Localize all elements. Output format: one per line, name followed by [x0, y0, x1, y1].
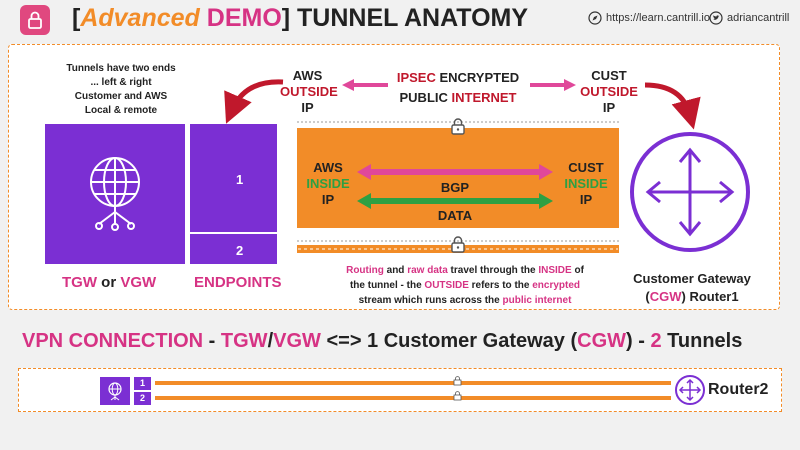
twitter-handle[interactable]: adriancantrill — [727, 12, 790, 24]
router-icon — [630, 132, 750, 252]
bgp-label: BGP — [440, 180, 470, 195]
mini-tunnel-2-lock-icon — [453, 391, 462, 401]
ipsec-right-arrow — [530, 79, 576, 91]
tunnel-2-stripe — [298, 248, 618, 250]
header-bar — [0, 0, 800, 40]
vpn-connection-summary: VPN CONNECTION - TGW/VGW <=> 1 Customer … — [22, 330, 743, 352]
page-title: [Advanced DEMO] TUNNEL ANATOMY — [72, 4, 529, 32]
endpoints-box — [190, 124, 277, 264]
gateway-box — [45, 124, 185, 264]
mini-tunnel-1 — [155, 381, 671, 385]
aws-outside-label: AWS OUTSIDE IP — [280, 68, 338, 115]
bgp-data-arrows — [357, 164, 553, 209]
endpoint-2: 2 — [236, 243, 244, 258]
tunnel-outer-lines — [297, 121, 619, 242]
aws-inside-label: AWS INSIDE IP — [306, 160, 350, 207]
routing-note: Routing and raw data travel through the … — [346, 265, 584, 306]
ipsec-left-arrow — [342, 79, 388, 91]
endpoints-divider — [190, 232, 277, 234]
tunnel-1 — [297, 128, 619, 228]
cust-outside-label: CUST OUTSIDE IP — [580, 68, 638, 115]
endpoint-1: 1 — [236, 172, 244, 187]
twitter-icon — [709, 11, 723, 30]
ipsec-label: IPSEC ENCRYPTED PUBLIC INTERNET — [396, 70, 520, 105]
mini-tunnel-1-lock-icon — [453, 376, 462, 386]
site-link[interactable]: https://learn.cantrill.io — [606, 12, 710, 24]
footer-bar — [0, 418, 800, 450]
tgw-vgw-label: TGW or VGW — [62, 274, 157, 291]
cgw-label: Customer Gateway (CGW) Router1 — [633, 271, 751, 304]
mini-endpoint-1: 1 — [134, 377, 151, 390]
tunnel-1-lock-icon — [451, 118, 465, 135]
cust-inside-label: CUST INSIDE IP — [564, 160, 608, 207]
mini-endpoint-2: 2 — [134, 392, 151, 405]
bottom-summary-panel — [18, 368, 782, 412]
lock-icon — [20, 5, 50, 35]
tunnel-2-lock-icon — [451, 236, 465, 253]
globe-gateway-icon — [90, 157, 140, 231]
tunnel-notes: Tunnels have two ends ... left & right C… — [66, 63, 176, 116]
router2-label: Router2 — [708, 381, 769, 398]
compass-icon — [588, 11, 602, 30]
endpoints-label: ENDPOINTS — [194, 274, 282, 291]
data-label: DATA — [437, 208, 473, 223]
mini-router-icon — [675, 375, 705, 405]
mini-tunnel-2 — [155, 396, 671, 400]
mini-gateway-icon — [100, 377, 130, 405]
